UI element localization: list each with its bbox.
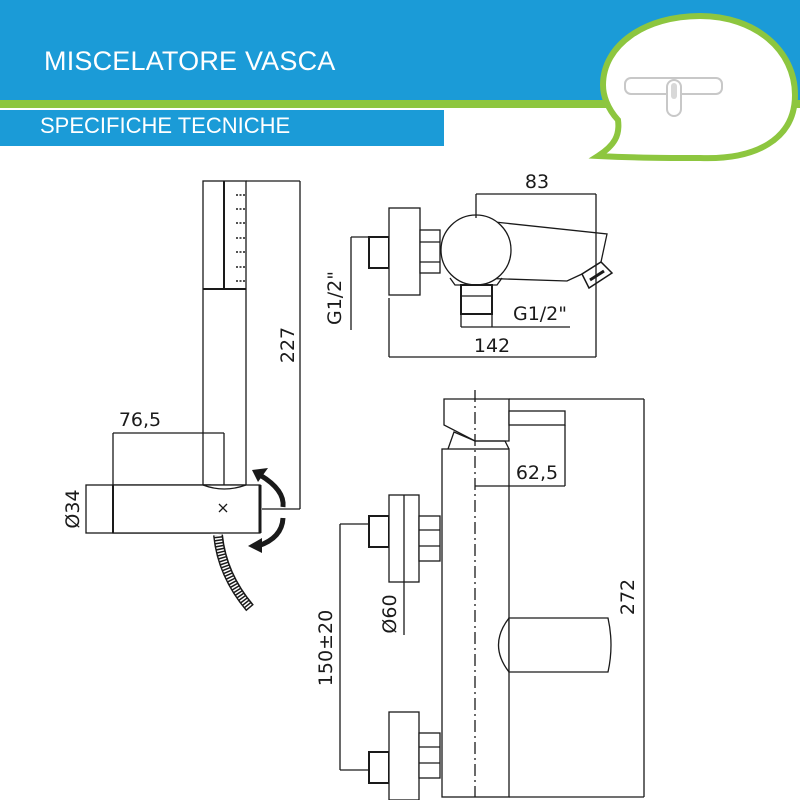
dim-outlet-thread: G1/2" [513,303,567,325]
page-subtitle: SPECIFICHE TECNICHE [40,113,291,138]
dim-total-depth: 142 [474,335,510,357]
dim-inlet-spacing: 150±20 [315,610,337,686]
subheader-banner [0,110,444,146]
dim-lever-length: 62,5 [516,462,558,484]
page-title: MISCELATORE VASCA [44,46,336,76]
hand-shower-drawing [85,180,301,612]
rotation-arrows-icon [257,472,286,549]
dim-spout-length: 83 [525,171,549,193]
faucet-speech-bubble-icon [588,12,799,162]
dim-holder-offset: 76,5 [119,409,161,431]
dim-hand-shower-length: 227 [277,327,299,363]
dim-total-height: 272 [617,579,639,615]
dim-holder-diameter: Ø34 [62,489,84,528]
dim-flange-diameter: Ø60 [379,594,401,633]
top-view-drawing [350,193,614,358]
dim-inlet-thread: G1/2" [324,271,346,325]
front-view-drawing [339,390,645,800]
header-accent-stripe [0,100,800,108]
